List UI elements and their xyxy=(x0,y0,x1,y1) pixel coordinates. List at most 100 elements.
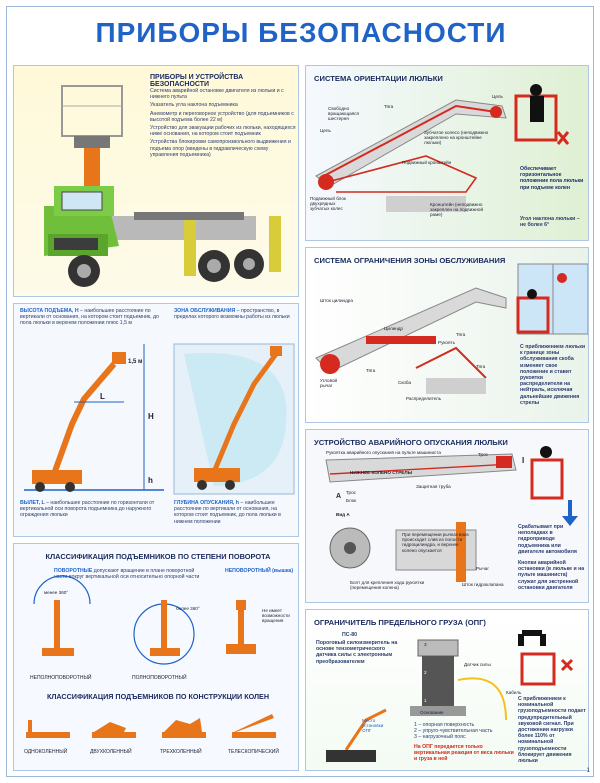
orientation-label: Подвижный блок двухрядных зубчатых колес xyxy=(310,196,346,212)
sensor-label: Датчик силы xyxy=(464,662,491,667)
panel-lift-parameters: ВЫСОТА ПОДЪЕМА, Н – наибольшее расстояни… xyxy=(13,303,299,537)
mark-A: А xyxy=(336,493,342,500)
panel-zone-limitation: СИСТЕМА ОГРАНИЧЕНИЯ ЗОНЫ ОБСЛУЖИВАНИЯ Шт… xyxy=(305,247,589,423)
height-definition: ВЫСОТА ПОДЪЕМА, Н – наибольшее расстояни… xyxy=(20,308,168,327)
panel-load-limiter: ОГРАНИЧИТЕЛЬ ПРЕДЕЛЬНОГО ГРУЗА (ОПГ) ПС-… xyxy=(305,609,589,771)
depth-term: ГЛУБИНА ОПУСКАНИЯ, h xyxy=(174,500,239,506)
site-label: Место установки ОПГ xyxy=(362,718,384,734)
orientation-heading: СИСТЕМА ОРИЕНТАЦИИ ЛЮЛЬКИ xyxy=(314,74,443,83)
knee-type-label: ДВУХКОЛЕННЫЙ xyxy=(90,749,132,755)
device-item: Анемометр и переговорное устройство (для… xyxy=(150,110,294,123)
zone-limit-heading: СИСТЕМА ОГРАНИЧЕНИЯ ЗОНЫ ОБСЛУЖИВАНИЯ xyxy=(314,256,506,265)
orientation-label: Тяга xyxy=(384,104,394,109)
orientation-label: Кронштейн (неподвижно закреплен на подви… xyxy=(430,202,484,218)
zone-limit-side-text: С приближением люльки к границе зоны обс… xyxy=(520,344,586,406)
zone-limit-label: Шток цилиндра xyxy=(320,298,353,303)
emergency-label: Вид А xyxy=(336,512,350,517)
orientation-label: Свободно вращающаяся шестерня xyxy=(328,106,359,122)
page-number: 1 xyxy=(586,768,590,774)
emergency-label: Защитная труба xyxy=(416,484,451,489)
device-item: Устройство для эвакуации рабочих из люль… xyxy=(150,125,296,138)
nonrotary-term: НЕПОВОРОТНЫЙ (вышка) xyxy=(224,568,294,574)
limiter-warning: На ОПГ передается только вертикальная ре… xyxy=(414,744,514,763)
zone-limit-label: Тяга xyxy=(476,364,486,369)
emergency-label: Рукоятка аварийного опускания на пульте … xyxy=(326,450,441,455)
limiter-part: 1 – опорная поверхность xyxy=(414,722,475,728)
rotary-term: ПОВОРОТНЫЕ xyxy=(54,568,93,574)
device-item: Устройства блокировки самопроизвольного … xyxy=(150,139,291,158)
emergency-label: При перемещении рычага вниз происходит с… xyxy=(402,532,469,553)
depth-text: – наибольшее расстояние по вертикали от … xyxy=(174,500,281,525)
zone-limit-label: Распределитель xyxy=(406,396,442,401)
zone-term: ЗОНА ОБСЛУЖИВАНИЯ xyxy=(174,308,236,314)
outreach-text: – наибольшее расстояние по горизонтали о… xyxy=(20,500,155,519)
emergency-label: Блок xyxy=(346,498,357,503)
panel-emergency-lowering: УСТРОЙСТВО АВАРИЙНОГО ОПУСКАНИЯ ЛЮЛЬКИ Р… xyxy=(305,429,589,603)
orientation-side-text: Обеспечивает горизонтальное положение по… xyxy=(520,166,584,191)
orientation-label: Цепь xyxy=(492,94,503,99)
limiter-parts: 1 – опорная поверхность 2 – упруго-чувст… xyxy=(414,722,514,741)
knee-type-label: ТРЕХКОЛЕННЫЙ xyxy=(160,749,202,755)
zone-text: – пространство, в пределах которого возм… xyxy=(174,308,290,321)
emergency-diagram xyxy=(325,446,578,582)
zone-limit-diagram xyxy=(315,263,588,394)
panel-cradle-orientation: СИСТЕМА ОРИЕНТАЦИИ ЛЮЛЬКИ Свободно враща… xyxy=(305,65,589,241)
orientation-label: Подвижный кронштейн xyxy=(402,160,452,165)
emergency-side-text-1: Срабатывает при неполадках в гидропривод… xyxy=(518,524,577,555)
depth-definition: ГЛУБИНА ОПУСКАНИЯ, h – наибольшее рассто… xyxy=(174,500,296,525)
rotary-definition: ПОВОРОТНЫЕ допускают вращение в плане по… xyxy=(54,568,204,580)
limiter-number: 2 xyxy=(424,670,427,675)
lift-parameters-diagram xyxy=(24,343,295,495)
orientation-label: Цепь xyxy=(320,128,331,133)
cable-label: Кабель xyxy=(506,690,522,695)
emergency-label: Трос xyxy=(346,490,356,495)
panel-classification: КЛАССИФИКАЦИЯ ПОДЪЕМНИКОВ ПО СТЕПЕНИ ПОВ… xyxy=(13,543,299,771)
dim-label: 1,5 м xyxy=(128,359,143,365)
knee-type-label: ТЕЛЕСКОПИЧЕСКИЙ xyxy=(228,749,279,755)
devices-list: Система аварийной остановке двигателя из… xyxy=(150,88,298,158)
limiter-part: 2 – упруго-чувствительная часть xyxy=(414,728,493,735)
sensor-text: Пороговый силоизмеритель на основе тензо… xyxy=(316,640,398,665)
device-item: Система аварийной остановке двигателя из… xyxy=(150,88,284,101)
limiter-diagram xyxy=(326,630,574,762)
outreach-definition: ВЫЛЕТ, L – наибольшее расстояние по гори… xyxy=(20,500,170,519)
less-360-label: менее 360° xyxy=(44,590,69,595)
classification-rotation-heading: КЛАССИФИКАЦИЯ ПОДЪЕМНИКОВ ПО СТЕПЕНИ ПОВ… xyxy=(45,552,271,561)
base-label: Основание xyxy=(420,710,444,715)
more-360-label: более 360° xyxy=(176,606,200,611)
emergency-label: Болт для крепления хода рукоятки (переме… xyxy=(350,580,425,591)
sensor-name: ПС-80 xyxy=(342,632,357,638)
safety-poster: ПРИБОРЫ БЕЗОПАСНОСТИ ПРИБОРЫ И УСТРОЙСТВ… xyxy=(6,6,594,777)
no-rotation-label: Не имеет возможности вращения xyxy=(262,608,290,624)
type-label: ПОЛНОПОВОРОТНЫЙ xyxy=(132,675,187,681)
emergency-side-text-2: Кнопки аварийной остановки (в люльке и н… xyxy=(518,560,585,591)
limiter-part: 3 – нагрузочный пояс xyxy=(414,734,466,741)
zone-limit-label: Цилиндр xyxy=(384,326,403,331)
emergency-label: Шток гидроклапана xyxy=(462,582,504,587)
emergency-label: Рычаг xyxy=(476,566,489,571)
mark-I: I xyxy=(522,456,525,465)
panel-safety-devices: ПРИБОРЫ И УСТРОЙСТВА БЕЗОПАСНОСТИ Систем… xyxy=(13,65,299,297)
limiter-number: 1 xyxy=(424,698,427,703)
classification-knees-heading: КЛАССИФИКАЦИЯ ПОДЪЕМНИКОВ ПО КОНСТРУКЦИИ… xyxy=(46,692,270,701)
emergency-heading: УСТРОЙСТВО АВАРИЙНОГО ОПУСКАНИЯ ЛЮЛЬКИ xyxy=(314,438,508,447)
dim-label: H xyxy=(148,412,154,421)
poster-title: ПРИБОРЫ БЕЗОПАСНОСТИ xyxy=(95,17,507,48)
zone-limit-label: Угловой рычаг xyxy=(320,378,338,389)
truck-illustration xyxy=(44,85,281,287)
zone-limit-label: Тяга xyxy=(456,332,466,337)
zone-limit-label: Тяга xyxy=(366,368,376,373)
rotary-text: допускают вращение в плане поворотной ча… xyxy=(54,568,200,581)
height-term: ВЫСОТА ПОДЪЕМА, Н xyxy=(20,308,79,314)
limiter-heading: ОГРАНИЧИТЕЛЬ ПРЕДЕЛЬНОГО ГРУЗА (ОПГ) xyxy=(314,618,486,627)
outreach-term: ВЫЛЕТ, L xyxy=(20,500,45,506)
orientation-angle-text: Угол наклона люльки – не более 6° xyxy=(520,216,580,229)
zone-limit-label: Рукоять xyxy=(438,340,455,345)
height-text: – наибольшее расстояние по вертикали от … xyxy=(20,308,159,327)
limiter-number: 3 xyxy=(424,642,427,647)
classification-diagrams xyxy=(26,575,276,738)
zone-limit-label: Скоба xyxy=(398,380,412,385)
device-item: Указатель угла наклона подъемника xyxy=(150,102,238,109)
zone-definition: ЗОНА ОБСЛУЖИВАНИЯ – пространство, в пред… xyxy=(174,308,296,320)
orientation-label: Зубчатое колесо (неподвижно закреплено н… xyxy=(424,130,489,146)
